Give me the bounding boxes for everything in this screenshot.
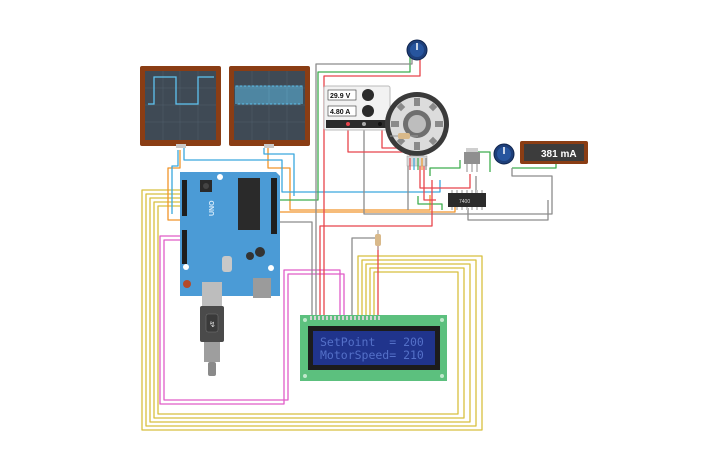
reset-led [183,280,191,288]
current-knob[interactable] [362,105,374,117]
potentiometer-icon[interactable] [406,39,428,61]
oscilloscope-2[interactable] [229,66,310,148]
oscilloscope-1[interactable] [140,66,221,148]
voltage-display [327,89,357,101]
power-jack [253,278,271,298]
logic-chip[interactable]: 7400 [448,190,486,210]
voltage-readout: 29.9 V [330,93,351,100]
current-readout: 4.80 A [330,109,350,116]
svg-text:↯: ↯ [209,320,216,329]
transistor-icon[interactable] [464,148,480,172]
red-wires [319,56,471,318]
resistor[interactable] [390,133,418,139]
lcd-display[interactable]: SetPoint = 200 MotorSpeed= 210 [300,315,447,381]
arduino-uno-board[interactable]: UNO [180,172,280,298]
blue-wires [171,148,441,214]
mounting-hole [183,264,189,270]
lcd-line-1: SetPoint = 200 [320,335,424,349]
pwm-wave-trace [235,85,303,105]
digital-header [271,178,277,234]
square-wave-trace [148,76,214,105]
pink-wires [159,235,345,405]
dc-motor-icon[interactable] [385,92,449,170]
current-display [327,105,357,117]
power-supply[interactable]: 29.9 V 4.80 A [323,85,391,131]
mounting-hole [217,174,223,180]
voltage-knob[interactable] [362,89,374,101]
microcontroller-chip [238,178,260,230]
usb-cable-icon: ↯ [200,282,224,376]
capacitor [246,252,254,260]
mounting-hole [268,265,274,271]
ammeter[interactable]: 381 mA [520,141,588,164]
board-label: UNO [209,200,216,216]
potentiometer-icon[interactable] [493,143,515,165]
analog-header-2 [182,230,187,264]
crystal [222,256,232,272]
lcd-line-2: MotorSpeed= 210 [320,348,424,362]
lcd-screen [313,331,435,365]
analog-header-1 [182,180,187,216]
capacitor [255,247,265,257]
resistor[interactable] [375,230,381,250]
ammeter-readout: 381 mA [541,149,577,160]
yellow-wires [141,189,483,431]
chip-label: 7400 [459,199,470,205]
oscilloscope-2-grid [234,71,305,140]
